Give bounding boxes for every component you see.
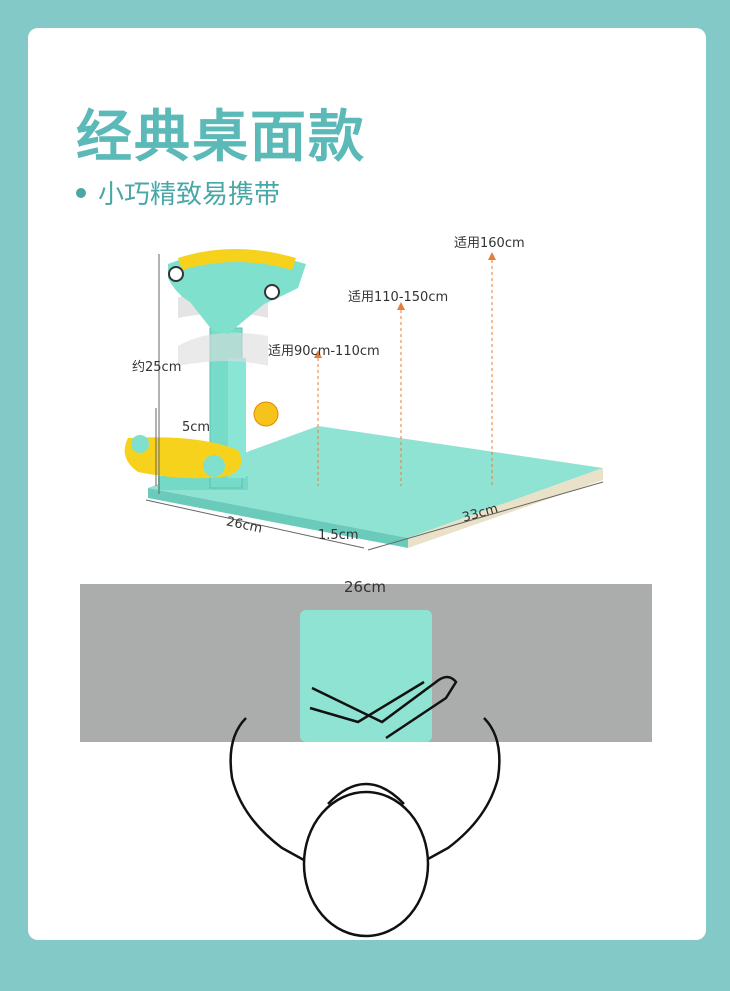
head-pad	[178, 249, 296, 270]
bullet-icon	[76, 187, 86, 198]
label-110-150: 适用110-150cm	[348, 290, 449, 305]
ghost-head-2	[178, 332, 268, 366]
eye-left-icon	[168, 266, 184, 282]
eye-right-icon	[264, 284, 280, 300]
clip-eye-right-icon	[203, 455, 225, 477]
stand-head	[168, 252, 306, 334]
board-front-edge	[148, 488, 408, 548]
label-thickness-1-5: 1.5cm	[318, 528, 359, 543]
product-illustration	[80, 249, 652, 938]
knob-icon	[253, 401, 279, 427]
board-side-edge	[408, 468, 603, 548]
desk-board	[148, 426, 603, 538]
dim-depth-line	[145, 499, 365, 549]
content-card: 经典桌面款 小巧精致易携带	[28, 28, 706, 940]
arrow-90-110-head-icon	[314, 350, 322, 358]
subtitle-text: 小巧精致易携带	[98, 180, 281, 210]
label-top-26: 26cm	[344, 578, 386, 596]
board-top-view	[300, 610, 432, 742]
clip-eye-left-icon	[131, 435, 149, 453]
label-height-25: 约25cm	[132, 360, 182, 375]
person-outline	[229, 675, 501, 938]
arrow-110-150-head-icon	[397, 302, 405, 310]
label-160: 适用160cm	[454, 236, 525, 251]
dim-width-line	[367, 481, 604, 551]
label-90-110: 适用90cm-110cm	[268, 344, 380, 359]
page-title: 经典桌面款	[76, 105, 366, 170]
arrow-160-head-icon	[488, 252, 496, 260]
subtitle-row: 小巧精致易携带	[76, 174, 280, 211]
label-clip-5: 5cm	[182, 420, 211, 435]
